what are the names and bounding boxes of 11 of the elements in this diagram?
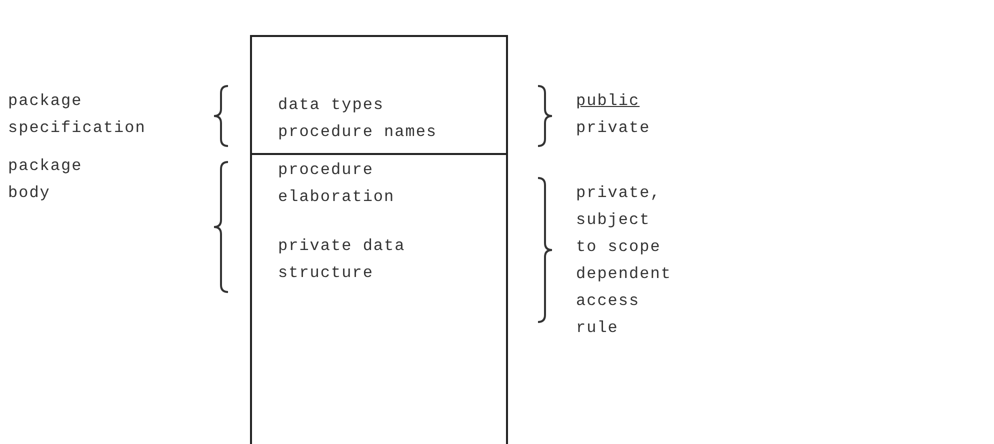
section-text: data types bbox=[278, 95, 386, 116]
section-text: private data structure bbox=[278, 236, 406, 284]
section-text: procedure names bbox=[278, 122, 438, 143]
side-label: public bbox=[576, 91, 641, 112]
side-label: package specification bbox=[8, 91, 147, 139]
package-section bbox=[250, 35, 508, 155]
side-label: private bbox=[576, 118, 652, 139]
side-label: private, subject to scope dependent access rule bbox=[576, 183, 672, 339]
side-label: package body bbox=[8, 156, 84, 204]
section-text: procedure elaboration bbox=[278, 160, 396, 208]
package-section bbox=[250, 153, 508, 444]
